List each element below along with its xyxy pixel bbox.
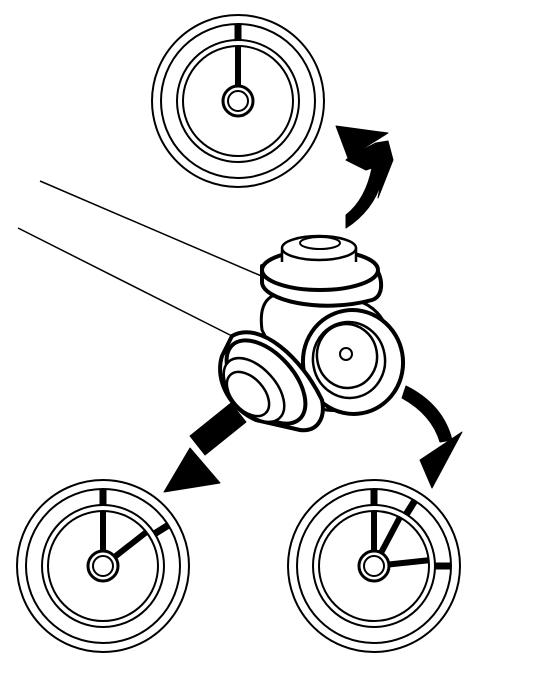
- dial-hub-inner: [92, 555, 114, 577]
- leader-line-lower: [17, 227, 233, 337]
- leader-lines: [17, 180, 267, 337]
- timing-mark: [152, 522, 171, 537]
- curved-arrow-down-icon: [401, 385, 463, 489]
- dial-ring-1: [287, 479, 461, 653]
- dial-pointer: [383, 557, 430, 568]
- cv-joint-tripod-icon: [218, 234, 406, 433]
- dial-hub-inner: [363, 555, 385, 577]
- dial-ring-1: [151, 14, 325, 188]
- leader-line-upper: [39, 180, 267, 279]
- curved-arrow-up-icon: [335, 125, 394, 229]
- dial-pointer: [109, 529, 149, 563]
- dial-pointer: [376, 516, 403, 559]
- timing-mark: [403, 498, 418, 517]
- dial-bottom-left: [16, 479, 190, 653]
- dial-ring-1: [16, 479, 190, 653]
- straight-arrow-down-left-icon: [163, 402, 247, 493]
- dial-top: [151, 14, 325, 188]
- dial-hub-inner: [227, 90, 249, 112]
- dial-bottom-right: [287, 479, 461, 653]
